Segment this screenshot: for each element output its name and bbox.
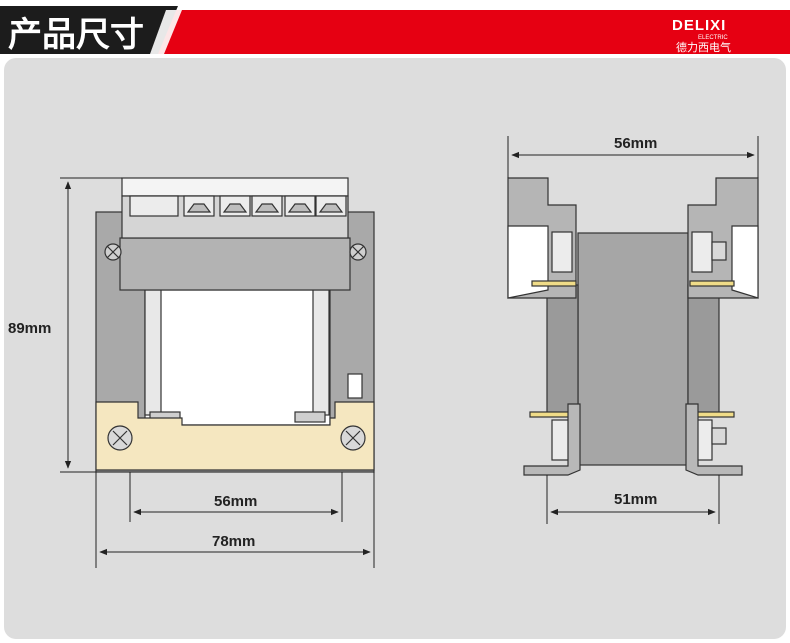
dim-front-outer-width: 78mm <box>212 533 255 550</box>
side-washer-top-right <box>689 280 735 287</box>
brand-logo-sub: ELECTRIC <box>698 35 728 41</box>
side-bracket-top-left-face <box>507 225 549 299</box>
front-mount-screw-left-cross <box>106 245 120 259</box>
front-view <box>95 177 375 473</box>
side-terminal-left <box>551 231 573 273</box>
header-banner: 产品尺寸 DELIXI ELECTRIC 德力西电气 <box>0 0 790 56</box>
side-bottom-terminal-right-nut <box>711 427 727 445</box>
dim-side-bottom-width: 51mm <box>614 491 657 508</box>
header-graphic: 产品尺寸 DELIXI ELECTRIC 德力西电气 <box>0 6 790 55</box>
front-upper-frame <box>119 237 351 291</box>
front-mount-screw-right-cross <box>351 245 365 259</box>
front-coil-right <box>312 289 330 416</box>
side-foot-right <box>685 403 743 476</box>
side-foot-left <box>523 403 581 476</box>
dim-front-height: 89mm <box>8 320 51 337</box>
title-slash <box>150 10 182 54</box>
front-terminal-strip <box>95 401 375 471</box>
front-terminal-screws <box>186 203 344 213</box>
title-black-block <box>0 6 178 54</box>
front-terminal-left-cell <box>129 195 179 217</box>
front-dimension-lines <box>60 177 375 568</box>
side-bracket-top-right-face <box>731 225 759 299</box>
brand-logo-cn: 德力西电气 <box>676 40 731 54</box>
side-coil-right <box>687 284 720 416</box>
front-clip-right <box>294 411 326 423</box>
side-view <box>507 177 759 476</box>
side-washer-top-left <box>531 280 577 287</box>
front-bottom-screw-right-cross <box>345 430 361 446</box>
side-coil-left <box>546 284 579 416</box>
front-terminal-cover <box>121 177 349 197</box>
brand-logo-en: DELIXI <box>672 17 726 34</box>
side-terminal-right-nut <box>711 241 727 261</box>
front-coil-left <box>144 289 162 416</box>
side-terminal-right <box>691 231 713 273</box>
side-core <box>577 232 689 466</box>
dim-side-top-width: 56mm <box>614 135 657 152</box>
dim-front-inner-width: 56mm <box>214 493 257 510</box>
front-small-tab <box>347 373 363 399</box>
side-dimension-lines <box>507 136 759 524</box>
front-window <box>144 289 331 426</box>
front-bottom-screw-left-cross <box>112 430 128 446</box>
page-title: 产品尺寸 <box>8 15 144 55</box>
